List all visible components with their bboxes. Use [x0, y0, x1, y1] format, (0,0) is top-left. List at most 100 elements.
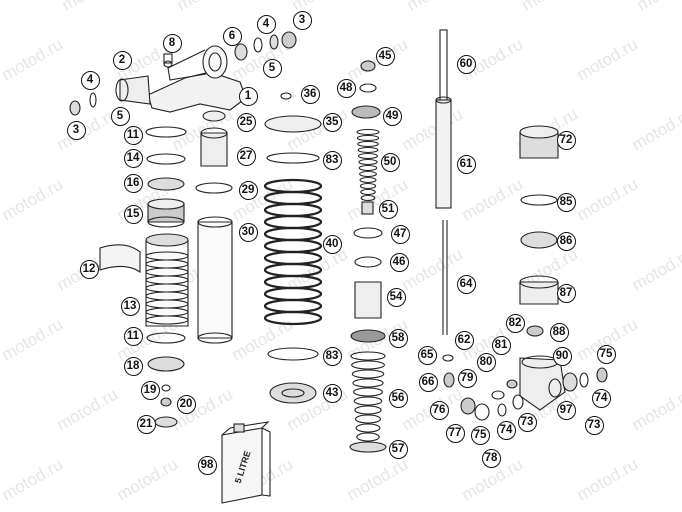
- part-callout-3: 3: [66, 120, 86, 140]
- shim: [356, 134, 380, 142]
- shim: [356, 128, 380, 136]
- part-callout-11: 11: [123, 326, 143, 346]
- spring-coil: [263, 178, 323, 194]
- part-callout-2: 2: [112, 50, 132, 70]
- spring-coil: [263, 286, 323, 302]
- part-callout-8: 8: [162, 33, 182, 53]
- part-callout-21: 21: [136, 414, 156, 434]
- part-callout-18: 18: [123, 356, 143, 376]
- part-callout-45: 45: [375, 46, 395, 66]
- part-callout-65: 65: [417, 345, 437, 365]
- spring-coil: [263, 238, 323, 254]
- part-callout-56: 56: [388, 388, 408, 408]
- spring-coil: [263, 274, 323, 290]
- shim: [359, 176, 377, 184]
- part-callout-13: 13: [120, 296, 140, 316]
- part-callout-30: 30: [238, 222, 258, 242]
- part-callout-66: 66: [418, 372, 438, 392]
- part-callout-19: 19: [140, 380, 160, 400]
- spring-coil: [263, 250, 323, 266]
- shim: [360, 188, 376, 196]
- part-callout-75: 75: [596, 344, 616, 364]
- part-callout-78: 78: [481, 448, 501, 468]
- part-callout-5: 5: [110, 106, 130, 126]
- part-callout-50: 50: [380, 152, 400, 172]
- part-callout-27: 27: [236, 146, 256, 166]
- shim: [357, 140, 379, 148]
- shim: [358, 158, 378, 166]
- part-callout-46: 46: [389, 252, 409, 272]
- bumper-ring: [354, 405, 382, 415]
- part-callout-35: 35: [322, 112, 342, 132]
- part-callout-5: 5: [262, 58, 282, 78]
- bumper-ring: [351, 360, 385, 370]
- bumper-ring: [353, 396, 383, 406]
- reservoir-assembly: [115, 45, 247, 113]
- part-callout-76: 76: [429, 400, 449, 420]
- bumper-ring: [355, 423, 381, 433]
- part-callout-74: 74: [496, 420, 516, 440]
- part-callout-83: 83: [322, 150, 342, 170]
- part-callout-29: 29: [238, 180, 258, 200]
- shim: [357, 152, 379, 160]
- part-callout-43: 43: [322, 383, 342, 403]
- shim: [359, 170, 377, 178]
- part-callout-81: 81: [491, 335, 511, 355]
- part-callout-79: 79: [457, 368, 477, 388]
- shim: [358, 164, 378, 172]
- part-callout-73: 73: [584, 415, 604, 435]
- part-callout-77: 77: [445, 423, 465, 443]
- part-callout-58: 58: [388, 328, 408, 348]
- part-callout-14: 14: [123, 148, 143, 168]
- part-callout-62: 62: [454, 330, 474, 350]
- part-callout-48: 48: [336, 78, 356, 98]
- part-callout-4: 4: [80, 70, 100, 90]
- part-callout-73: 73: [517, 412, 537, 432]
- shim: [357, 146, 379, 154]
- part-callout-12: 12: [79, 259, 99, 279]
- bumper-ring: [356, 432, 380, 442]
- part-callout-40: 40: [322, 234, 342, 254]
- bumper-ring: [353, 387, 383, 397]
- part-callout-97: 97: [556, 400, 576, 420]
- part-callout-83: 83: [322, 346, 342, 366]
- part-callout-82: 82: [505, 313, 525, 333]
- part-callout-87: 87: [556, 283, 576, 303]
- spring-coil: [263, 214, 323, 230]
- bellows-ridge: [145, 315, 189, 325]
- part-callout-36: 36: [300, 84, 320, 104]
- part-callout-61: 61: [456, 154, 476, 174]
- spring-coil: [263, 226, 323, 242]
- part-callout-64: 64: [456, 274, 476, 294]
- bumper-ring: [352, 378, 384, 388]
- part-callout-60: 60: [456, 54, 476, 74]
- part-callout-54: 54: [386, 287, 406, 307]
- shim: [360, 194, 376, 202]
- part-callout-11: 11: [123, 125, 143, 145]
- part-callout-86: 86: [556, 231, 576, 251]
- part-callout-51: 51: [378, 199, 398, 219]
- part-callout-88: 88: [549, 322, 569, 342]
- part-callout-74: 74: [591, 388, 611, 408]
- spring-coil: [263, 298, 323, 314]
- part-callout-90: 90: [552, 346, 572, 366]
- part-callout-25: 25: [236, 112, 256, 132]
- bumper-ring: [350, 351, 386, 361]
- part-callout-72: 72: [556, 130, 576, 150]
- part-callout-98: 98: [197, 455, 217, 475]
- part-callout-47: 47: [390, 224, 410, 244]
- bumper-ring: [354, 414, 382, 424]
- part-callout-49: 49: [382, 106, 402, 126]
- part-callout-16: 16: [123, 173, 143, 193]
- part-callout-3: 3: [292, 10, 312, 30]
- part-callout-57: 57: [388, 439, 408, 459]
- spring-coil: [263, 202, 323, 218]
- part-callout-15: 15: [123, 204, 143, 224]
- part-callout-75: 75: [470, 425, 490, 445]
- bumper-ring: [351, 369, 385, 379]
- shim: [359, 182, 377, 190]
- spring-coil: [263, 262, 323, 278]
- part-callout-80: 80: [476, 352, 496, 372]
- part-callout-85: 85: [556, 192, 576, 212]
- part-callout-1: 1: [238, 86, 258, 106]
